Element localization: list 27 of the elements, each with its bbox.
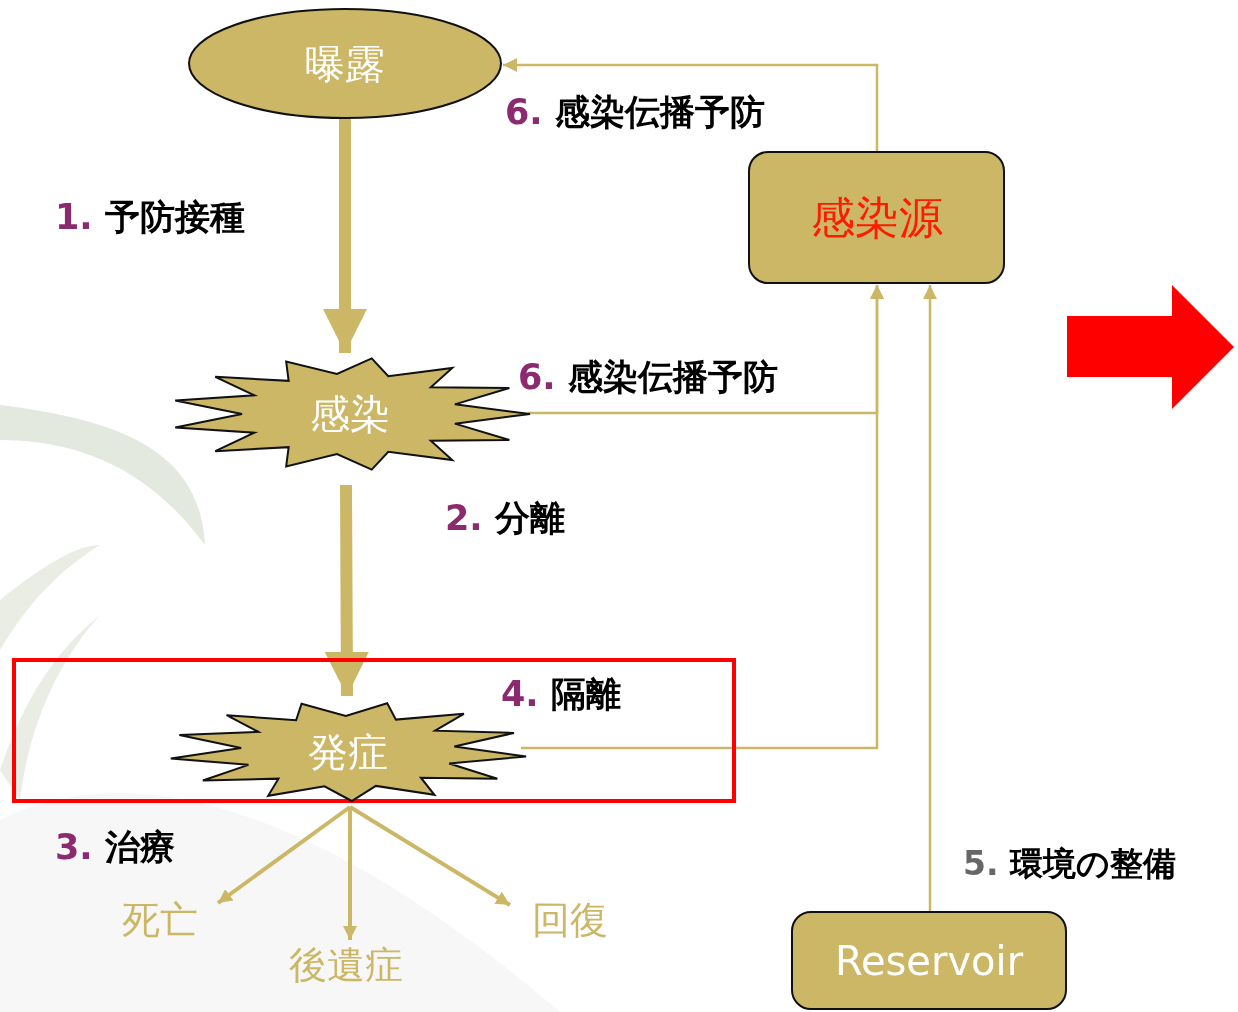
- ellipse-node: [188, 8, 502, 119]
- outcome-text: 回復: [522, 895, 618, 945]
- thick-arrow: [323, 119, 367, 353]
- arrow: [343, 807, 357, 940]
- arrow: [503, 58, 879, 151]
- process-box: [748, 151, 1005, 284]
- outcome-text: 後遺症: [276, 940, 416, 990]
- arrow: [923, 285, 937, 911]
- outcome-text: 死亡: [112, 895, 208, 945]
- node-label: Reservoir: [834, 938, 1024, 983]
- node-label: 感染源: [810, 193, 943, 242]
- node-label: 曝露: [305, 41, 385, 86]
- step-label: 6. 感染伝播予防: [505, 92, 765, 133]
- node-label: 発症: [308, 729, 388, 774]
- step-label: 2. 分離: [445, 498, 565, 539]
- arrow: [216, 805, 352, 905]
- step-label: 3. 治療: [55, 827, 175, 868]
- process-box: [791, 911, 1067, 1010]
- step-label: 6. 感染伝播予防: [518, 357, 778, 398]
- step-label: 1. 予防接種: [55, 197, 245, 238]
- arrow: [521, 285, 884, 750]
- thick-arrow: [324, 484, 369, 697]
- node-label: 感染: [310, 392, 390, 436]
- arrow: [348, 805, 512, 907]
- step-label: 5. 環境の整備: [963, 845, 1176, 883]
- highlight-frame: [12, 658, 736, 803]
- step-label: 4. 隔離: [501, 674, 621, 715]
